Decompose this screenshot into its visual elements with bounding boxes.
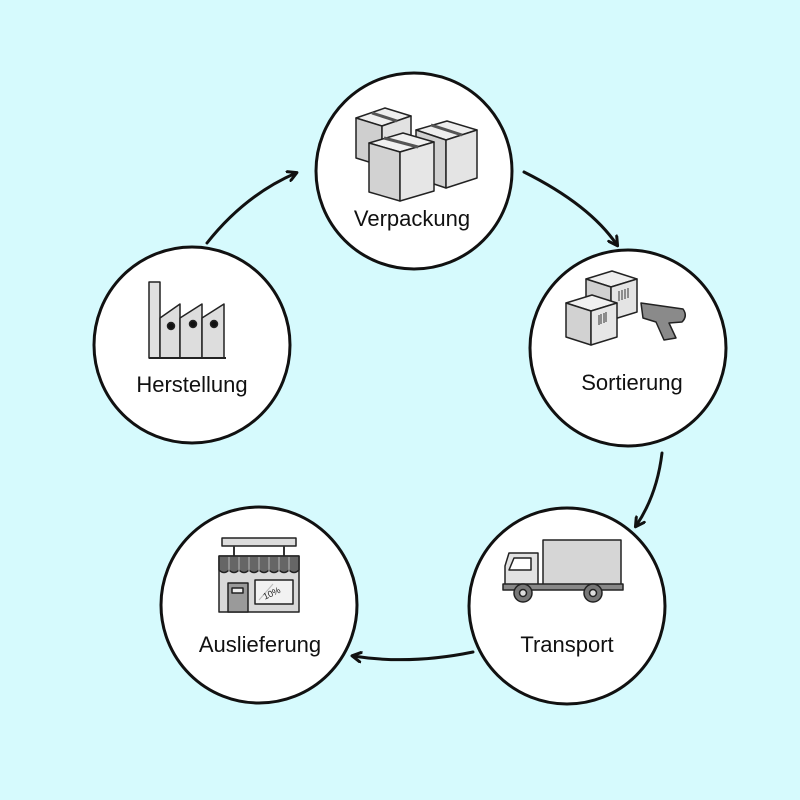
stage-label: Transport <box>520 632 613 657</box>
stage-label: Auslieferung <box>199 632 321 657</box>
stage-auslieferung: 10% Auslieferung <box>159 505 359 705</box>
stage-label: Sortierung <box>581 370 683 395</box>
scanner-boxes-icon <box>565 270 686 346</box>
shop-icon <box>218 537 300 613</box>
flow-arrows <box>205 170 664 660</box>
stage-verpackung: Verpackung <box>314 71 514 271</box>
truck-icon <box>502 539 624 603</box>
stage-transport: Transport <box>467 506 667 706</box>
stage-sortierung: Sortierung <box>528 248 728 448</box>
arrow-verpackung-to-sortierung <box>522 170 617 245</box>
arrow-transport-to-auslieferung <box>353 650 475 660</box>
stage-circle <box>467 506 667 706</box>
stage-label: Herstellung <box>136 372 247 397</box>
stage-herstellung: Herstellung <box>92 245 292 445</box>
arrow-herstellung-to-verpackung <box>205 173 296 245</box>
boxes-icon <box>355 107 478 202</box>
stage-label: Verpackung <box>354 206 470 231</box>
arrow-sortierung-to-transport <box>636 451 664 526</box>
factory-icon <box>148 281 226 359</box>
